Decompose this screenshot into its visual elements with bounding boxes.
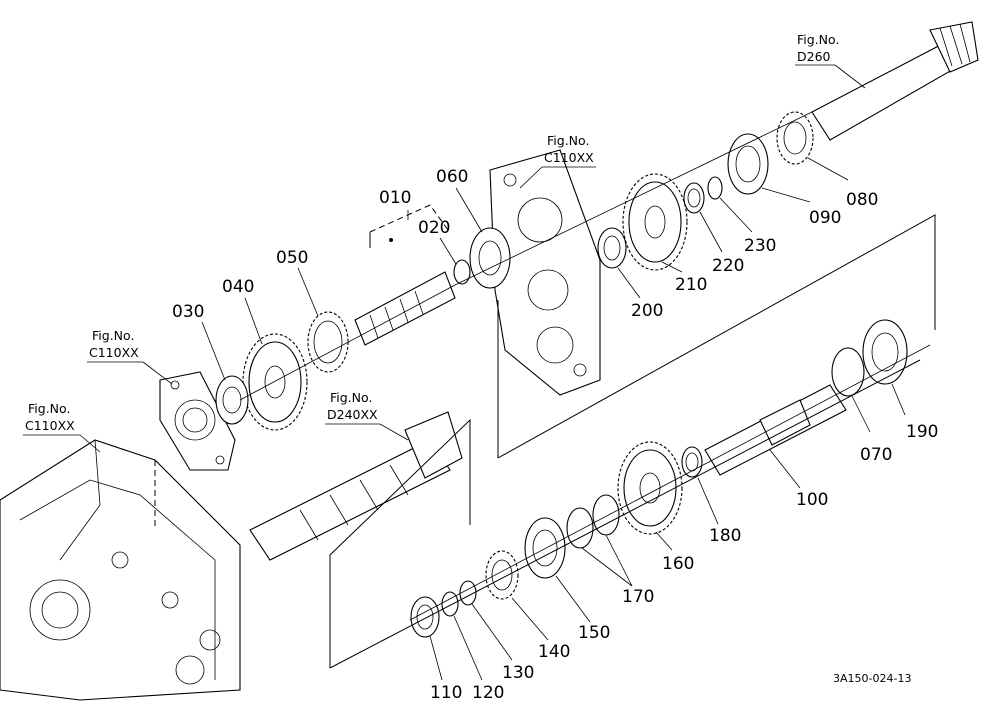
fig-ref-d240-line2: D240XX — [327, 407, 378, 422]
transmission-case — [0, 439, 241, 701]
fig-ref-c110-top: Fig.No. C110XX — [519, 133, 596, 189]
fig-ref-c110-left: Fig.No. C110XX — [23, 401, 101, 453]
part-label-180: 180 — [709, 526, 741, 546]
collar-200 — [597, 227, 627, 269]
part-label-210: 210 — [675, 275, 707, 295]
fig-ref-c110-top-line2: C110XX — [544, 150, 594, 165]
fig-ref-c110-left-line2: C110XX — [25, 418, 75, 433]
gear-050 — [307, 311, 349, 373]
gear-160 — [617, 441, 683, 535]
part-label-140: 140 — [538, 642, 570, 662]
fig-ref-d260: Fig.No. D260 — [795, 32, 866, 89]
ring-180 — [681, 446, 703, 478]
bearing-060 — [469, 227, 511, 289]
cover-plate — [159, 371, 236, 471]
part-label-090: 090 — [809, 208, 841, 228]
leader-lines — [201, 157, 906, 681]
part-label-030: 030 — [172, 302, 204, 322]
fig-ref-d260-line1: Fig.No. — [797, 32, 839, 47]
bearing-170 — [566, 494, 620, 549]
part-label-100: 100 — [796, 490, 828, 510]
bearing-110 — [410, 596, 440, 638]
input-shaft-d240 — [249, 411, 463, 561]
part-label-010: 010 — [379, 188, 411, 208]
part-label-110: 110 — [430, 683, 462, 703]
part-label-120: 120 — [472, 683, 504, 703]
assembly-lines — [239, 111, 936, 669]
fig-ref-c110-left-line1: Fig.No. — [28, 401, 70, 416]
fig-ref-d240-line1: Fig.No. — [330, 390, 372, 405]
part-label-150: 150 — [578, 623, 610, 643]
part-label-130: 130 — [502, 663, 534, 683]
part-label-220: 220 — [712, 256, 744, 276]
fig-ref-c110-top-line1: Fig.No. — [547, 133, 589, 148]
gear-040 — [242, 333, 308, 431]
gear-210 — [622, 173, 688, 271]
ring-220 — [683, 182, 705, 214]
part-label-060: 060 — [436, 167, 468, 187]
part-label-230: 230 — [744, 236, 776, 256]
part-label-070: 070 — [860, 445, 892, 465]
ring-120 — [441, 591, 459, 617]
drawing-code: 3A150-024-13 — [833, 672, 911, 685]
part-label-040: 040 — [222, 277, 254, 297]
fig-ref-c110-mid-line1: Fig.No. — [92, 328, 134, 343]
bearing-190 — [862, 319, 908, 385]
ring-230 — [707, 176, 723, 200]
part-label-190: 190 — [906, 422, 938, 442]
bearing-030 — [215, 375, 249, 425]
part-label-160: 160 — [662, 554, 694, 574]
coupling-140 — [485, 550, 519, 600]
fig-ref-d240: Fig.No. D240XX — [325, 390, 409, 441]
fig-ref-c110-mid: Fig.No. C110XX — [87, 328, 173, 385]
part-label-170: 170 — [622, 587, 654, 607]
fig-ref-c110-mid-line2: C110XX — [89, 345, 139, 360]
part-label-080: 080 — [846, 190, 878, 210]
bearing-150 — [524, 517, 566, 579]
ring-020 — [453, 259, 471, 285]
part-label-020: 020 — [418, 218, 450, 238]
output-shaft-d260 — [811, 21, 979, 141]
center-housing — [489, 149, 601, 396]
part-label-050: 050 — [276, 248, 308, 268]
part-label-200: 200 — [631, 301, 663, 321]
bearing-090 — [727, 133, 769, 195]
fig-ref-d260-line2: D260 — [797, 49, 831, 64]
shaft-010 — [354, 271, 456, 346]
part-labels: 010 020 030 040 050 060 070 080 090 100 … — [172, 167, 938, 703]
